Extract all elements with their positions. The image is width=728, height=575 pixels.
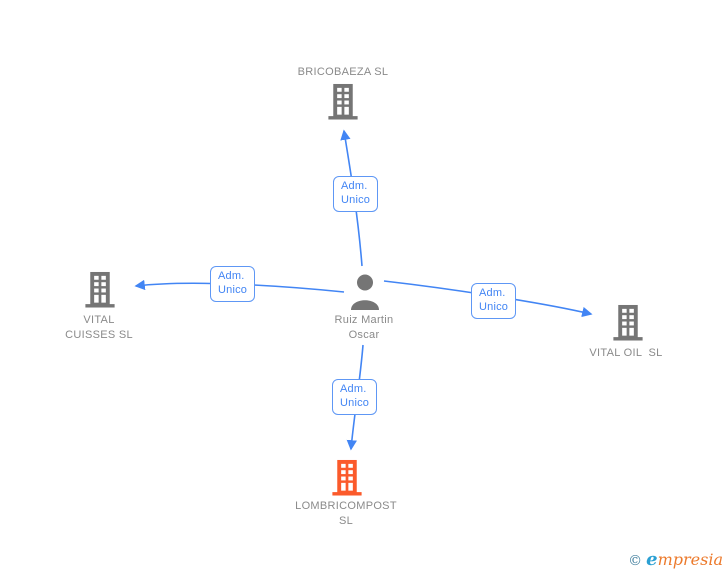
person-icon [348,273,382,310]
company-node-bricobaeza[interactable] [326,83,360,120]
edge-label-adm-unico-bottom: Adm. Unico [332,379,378,415]
person-label[interactable]: Ruiz Martin Oscar [274,313,454,343]
company-label-bricobaeza[interactable]: BRICOBAEZA SL [297,66,389,78]
edge-label-line2: Unico [218,283,248,296]
edge-label-adm-unico-right: Adm. Unico [471,283,517,319]
edge-label-line1: Adm. [218,270,245,282]
copyright-icon: © [628,553,643,569]
company-label-vital-cuisses[interactable]: VITAL CUISSES SL [9,313,189,343]
edge-label-adm-unico-top: Adm. Unico [333,176,379,212]
company-node-vital-oil[interactable] [611,304,645,341]
empresia-logo[interactable]: ©empresia [628,550,723,571]
person-name-line1: Ruiz Martin [334,314,394,326]
edge-label-adm-unico-left: Adm. Unico [210,266,256,302]
person-node-ruiz-martin-oscar[interactable] [348,273,382,310]
brand-first-letter: e [646,549,658,570]
edge-label-line1: Adm. [341,180,368,192]
company-label-line2: CUISSES SL [65,329,133,341]
building-icon [83,271,117,308]
edge-label-line2: Unico [341,193,371,206]
company-label-lombricompost[interactable]: LOMBRICOMPOST SL [236,499,456,529]
person-name-line2: Oscar [348,329,380,341]
company-node-lombricompost[interactable] [330,459,364,496]
company-label-line2: SL [338,515,354,527]
building-icon-highlighted [330,459,364,496]
company-label-vital-oil[interactable]: VITAL OIL SL [589,347,663,359]
edge-label-line1: Adm. [479,287,506,299]
company-node-vital-cuisses[interactable] [83,271,117,308]
building-icon [326,83,360,120]
brand-rest: mpresia [657,550,723,569]
company-label-line1: LOMBRICOMPOST [295,500,397,512]
building-icon [611,304,645,341]
edge-label-line2: Unico [479,300,509,313]
edge-label-line1: Adm. [340,383,367,395]
edge-label-line2: Unico [340,396,370,409]
company-label-line1: VITAL [83,314,115,326]
